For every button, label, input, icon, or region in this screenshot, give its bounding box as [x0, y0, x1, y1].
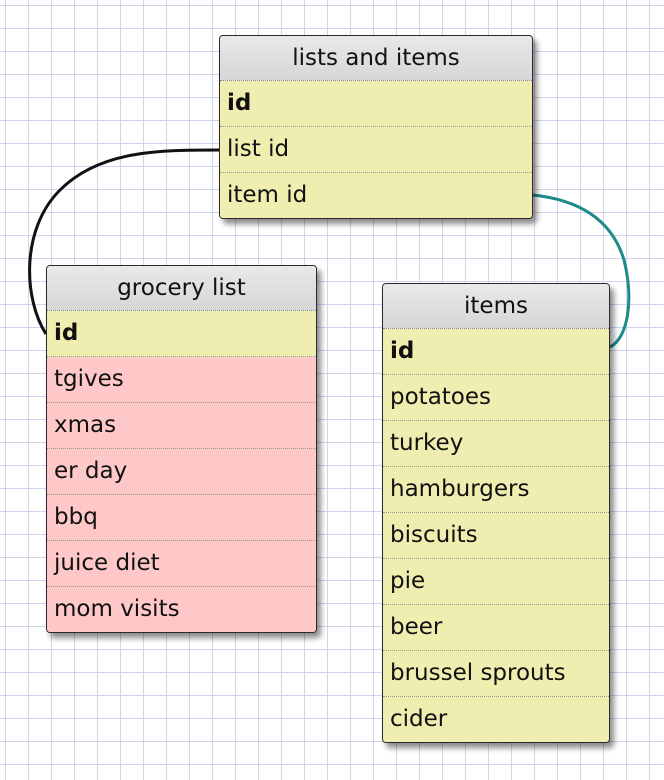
table-row-field[interactable]: bbq: [47, 495, 316, 541]
table-row-field[interactable]: potatoes: [383, 375, 609, 421]
table-lists-and-items[interactable]: lists and items id list id item id: [219, 35, 533, 219]
table-row-key[interactable]: id: [383, 329, 609, 375]
table-title: items: [383, 284, 609, 329]
table-row-field[interactable]: list id: [220, 127, 532, 173]
table-items[interactable]: items id potatoes turkey hamburgers bisc…: [382, 283, 610, 743]
table-row-field[interactable]: brussel sprouts: [383, 651, 609, 697]
table-row-field[interactable]: cider: [383, 697, 609, 742]
table-row-field[interactable]: er day: [47, 449, 316, 495]
table-row-key[interactable]: id: [47, 311, 316, 357]
table-row-field[interactable]: hamburgers: [383, 467, 609, 513]
table-grocery-list[interactable]: grocery list id tgives xmas er day bbq j…: [46, 265, 317, 633]
table-row-field[interactable]: turkey: [383, 421, 609, 467]
table-row-field[interactable]: item id: [220, 173, 532, 218]
table-row-field[interactable]: tgives: [47, 357, 316, 403]
table-row-field[interactable]: xmas: [47, 403, 316, 449]
table-row-field[interactable]: biscuits: [383, 513, 609, 559]
table-row-field[interactable]: mom visits: [47, 587, 316, 632]
table-row-field[interactable]: juice diet: [47, 541, 316, 587]
table-row-key[interactable]: id: [220, 81, 532, 127]
table-row-field[interactable]: beer: [383, 605, 609, 651]
table-title: lists and items: [220, 36, 532, 81]
table-title: grocery list: [47, 266, 316, 311]
table-row-field[interactable]: pie: [383, 559, 609, 605]
